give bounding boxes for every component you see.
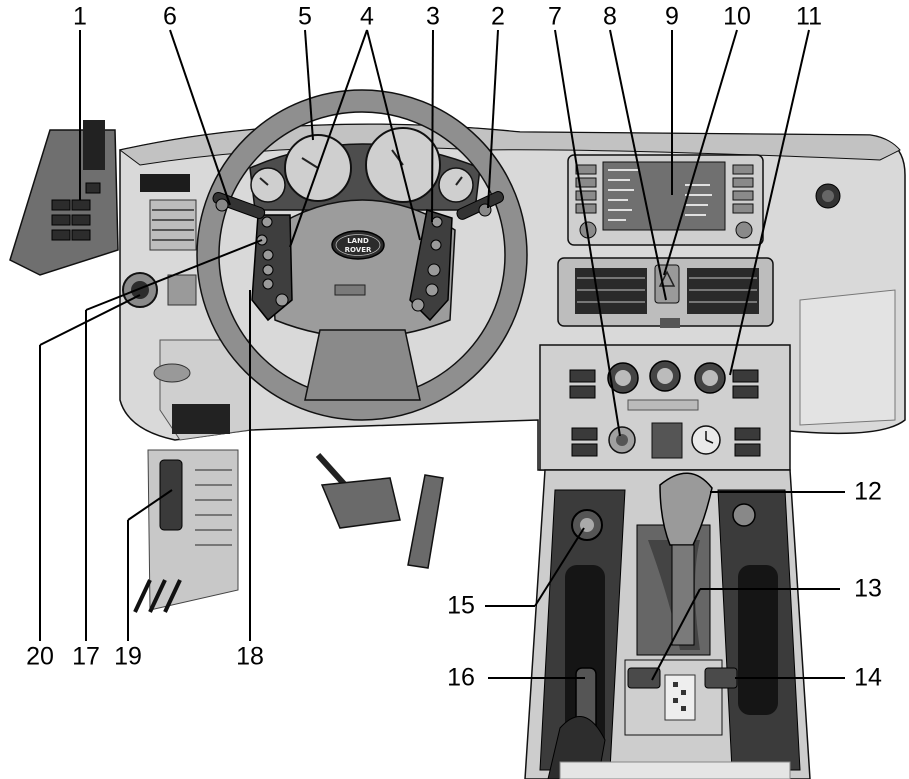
callout-label-20: 20	[26, 642, 54, 671]
callout-label-15: 15	[447, 591, 475, 620]
callout-label-11: 11	[796, 2, 822, 31]
brake-pedal	[320, 477, 401, 529]
clock-mini	[660, 318, 680, 328]
hill-descent-switch	[704, 667, 738, 689]
callout-label-2: 2	[491, 2, 505, 31]
land-rover-badge: LAND ROVER	[331, 230, 385, 260]
bonnet-release-lever	[159, 459, 183, 531]
left-dash-vent	[140, 174, 190, 192]
callout-label-18: 18	[236, 642, 264, 671]
callout-label-7: 7	[548, 2, 562, 31]
console-front-lip	[559, 761, 791, 779]
indicator-stalk	[212, 191, 266, 219]
badge-line-2: ROVER	[345, 246, 372, 254]
badge-line-1: LAND	[347, 237, 369, 245]
window-switch-pack	[51, 182, 101, 241]
door-pillar	[83, 120, 105, 170]
callout-label-5: 5	[298, 2, 312, 31]
steering-wheel-lower-spoke	[304, 329, 421, 401]
callout-label-6: 6	[163, 2, 177, 31]
low-range-switch	[627, 667, 661, 689]
callout-label-14: 14	[854, 663, 882, 692]
callout-leader-lines	[39, 29, 845, 681]
callout-label-9: 9	[665, 2, 679, 31]
callout-label-10: 10	[723, 2, 751, 31]
right-console-knob	[732, 503, 756, 527]
callout-label-12: 12	[854, 477, 882, 506]
wiper-stalk	[456, 191, 505, 220]
dash-right-panel	[799, 289, 896, 426]
gear-selector-knob	[659, 472, 713, 546]
callout-label-13: 13	[854, 574, 882, 603]
hvac-buttons-left	[569, 369, 598, 457]
callout-label-19: 19	[114, 642, 142, 671]
accelerator-pedal	[407, 474, 444, 569]
climate-control-knobs	[607, 360, 726, 394]
lower-left-storage	[172, 404, 230, 434]
steering-wheel-rim	[197, 90, 527, 420]
right-stowage-tray	[738, 565, 778, 715]
terrain-switch-panel	[651, 422, 683, 459]
callout-label-16: 16	[447, 663, 475, 692]
callout-label-17: 17	[72, 642, 100, 671]
callout-label-1: 1	[73, 2, 87, 31]
callout-label-8: 8	[603, 2, 617, 31]
hvac-buttons-right	[732, 369, 761, 457]
callout-label-4: 4	[360, 2, 374, 31]
callout-label-3: 3	[426, 2, 440, 31]
brake-pedal-arm	[315, 452, 348, 488]
